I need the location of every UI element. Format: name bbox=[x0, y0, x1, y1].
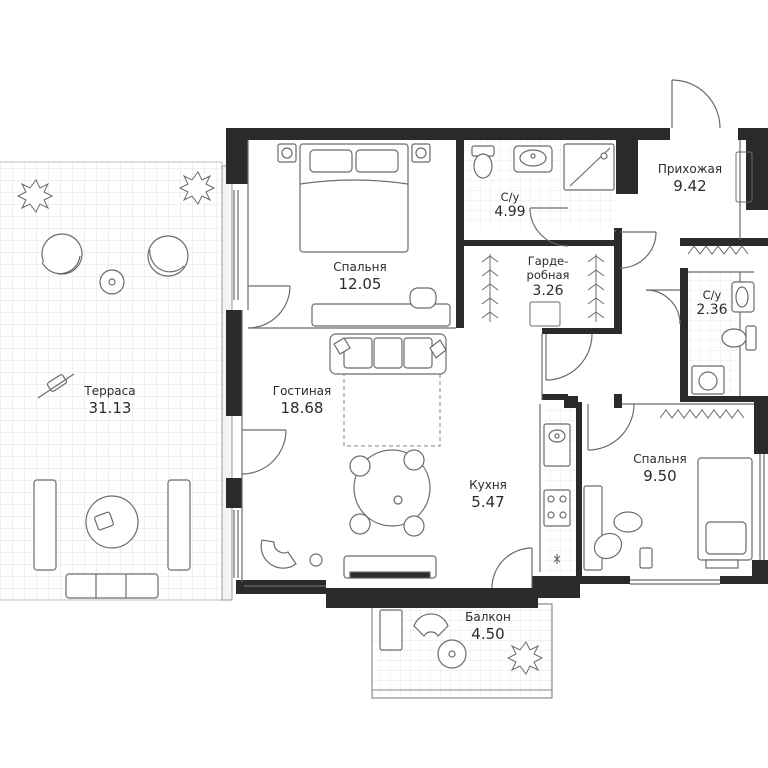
bed-icon bbox=[697, 457, 753, 569]
room-label-bedroom-1: Спальня 12.05 bbox=[310, 260, 410, 294]
room-name: С/у bbox=[702, 288, 722, 302]
room-label-bedroom-2: Спальня 9.50 bbox=[610, 452, 710, 486]
room-name: Спальня bbox=[633, 452, 687, 466]
room-name: Терраса bbox=[84, 384, 136, 398]
room-name: Прихожая bbox=[657, 162, 723, 176]
dining-table-icon bbox=[349, 449, 431, 537]
interior-lines bbox=[233, 140, 765, 587]
room-label-balcony: Балкон 4.50 bbox=[448, 610, 528, 644]
plant-icon bbox=[16, 171, 544, 675]
hanger-icon bbox=[481, 254, 605, 327]
room-area: 4.99 bbox=[494, 204, 526, 221]
lounger-icon bbox=[41, 233, 189, 295]
doors bbox=[241, 79, 721, 589]
room-area: 3.26 bbox=[532, 282, 564, 299]
tool-icon bbox=[37, 373, 75, 399]
room-label-terrace: Терраса 31.13 bbox=[60, 384, 160, 418]
hanger-icon bbox=[659, 151, 753, 419]
armchair-icon bbox=[260, 539, 437, 579]
room-name-line-1: Гарде- bbox=[527, 254, 569, 268]
room-area: 12.05 bbox=[338, 275, 382, 293]
sink-icon bbox=[731, 281, 755, 313]
desk-icon bbox=[583, 485, 653, 571]
room-area: 5.47 bbox=[471, 493, 505, 511]
room-label-bath-1: С/у 4.99 bbox=[480, 190, 540, 222]
sofa-icon bbox=[33, 479, 191, 599]
room-label-kitchen: Кухня 5.47 bbox=[448, 478, 528, 512]
room-name: С/у bbox=[500, 190, 520, 204]
room-name: Гостиная bbox=[272, 384, 332, 398]
room-area: 9.50 bbox=[643, 467, 677, 485]
room-name-line-2: робная bbox=[526, 268, 570, 283]
toilet-icon bbox=[721, 325, 757, 351]
room-area: 2.36 bbox=[696, 302, 728, 319]
room-area: 18.68 bbox=[280, 399, 324, 417]
washing-machine-icon bbox=[691, 365, 725, 395]
walls bbox=[226, 128, 768, 608]
room-label-hallway: Прихожая 9.42 bbox=[640, 162, 740, 196]
room-area: 31.13 bbox=[88, 399, 132, 417]
stove-icon bbox=[543, 423, 571, 564]
room-label-wardrobe: Гарде- робная 3.26 bbox=[508, 254, 588, 300]
sink-icon bbox=[513, 145, 553, 173]
desk-icon bbox=[311, 287, 451, 327]
room-label-bath-2: С/у 2.36 bbox=[682, 288, 742, 320]
room-label-living: Гостиная 18.68 bbox=[252, 384, 352, 418]
room-name: Кухня bbox=[469, 478, 507, 492]
room-area: 4.50 bbox=[471, 625, 505, 643]
bed-icon bbox=[277, 143, 431, 253]
armchair-icon bbox=[379, 609, 467, 669]
room-name: Спальня bbox=[333, 260, 387, 274]
shower-icon bbox=[563, 143, 615, 191]
room-area: 9.42 bbox=[673, 177, 707, 195]
toilet-icon bbox=[471, 145, 495, 179]
sofa-icon bbox=[329, 333, 447, 375]
room-name: Балкон bbox=[465, 610, 511, 624]
